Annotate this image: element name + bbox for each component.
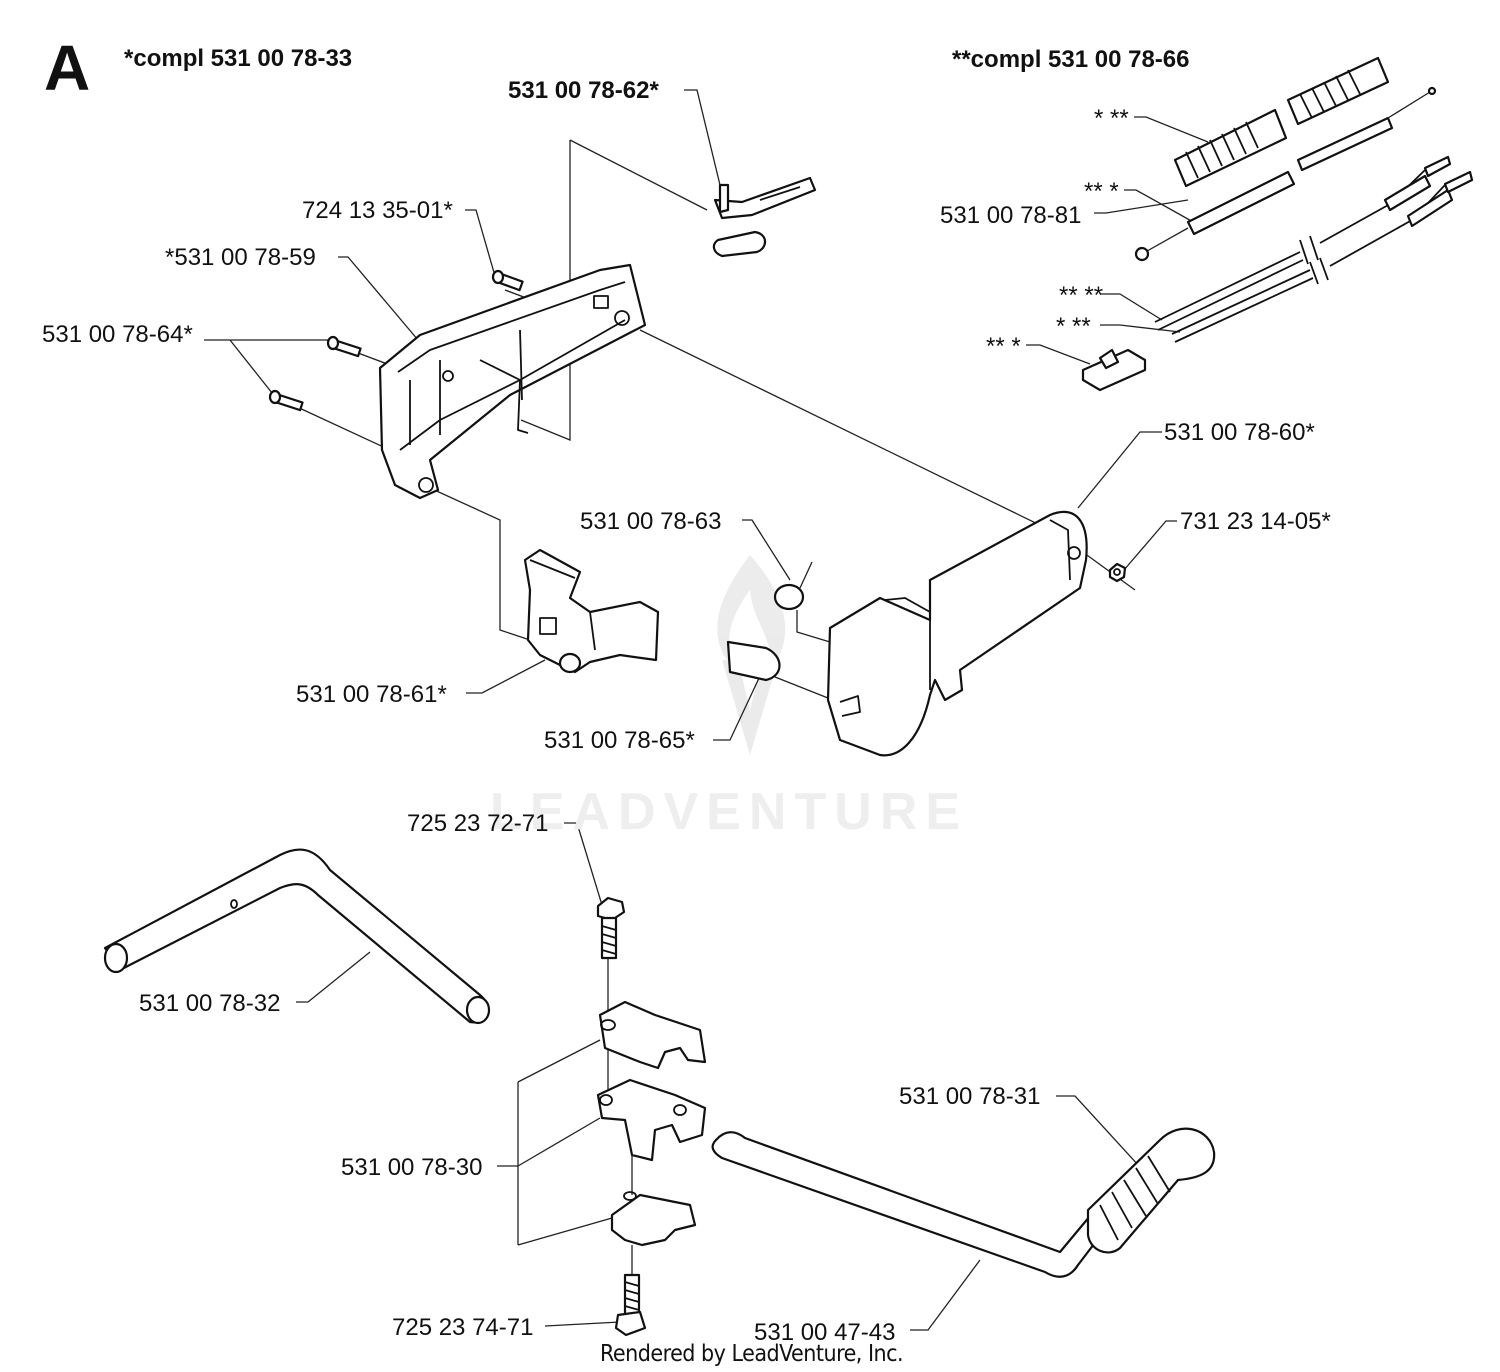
trigger-part [523, 548, 660, 674]
nut-part [1108, 562, 1127, 583]
star-label-cable-b: * ** [1056, 313, 1091, 340]
part-label-531-00-78-61[interactable]: 531 00 78-61* [296, 681, 447, 708]
part-label-531-00-78-32[interactable]: 531 00 78-32 [139, 990, 281, 1017]
throttle-lever-part [712, 176, 817, 258]
screw-724-13-35-01 [491, 269, 524, 292]
part-label-531-00-78-60[interactable]: 531 00 78-60* [1164, 419, 1315, 446]
grip-part [1086, 1127, 1216, 1254]
star-label-clip: ** * [986, 333, 1021, 360]
part-label-531-00-78-59[interactable]: *531 00 78-59 [165, 244, 316, 271]
star-label-cable-a: ** ** [1059, 282, 1104, 309]
spring-part [773, 561, 813, 611]
cable-clip-part [1081, 348, 1147, 392]
part-label-531-00-78-30[interactable]: 531 00 78-30 [341, 1154, 483, 1181]
screw-531-00-78-64-upper [326, 335, 362, 358]
watermark-logo [717, 555, 786, 755]
cable-sleeve-part [1173, 56, 1390, 188]
star-label-cable: ** * [1084, 178, 1119, 205]
footer-credit: Rendered by LeadVenture, Inc. [600, 1341, 904, 1367]
bolt-lower-part [614, 1273, 647, 1337]
part-label-531-00-78-81[interactable]: 531 00 78-81 [940, 202, 1082, 229]
handle-housing-part [378, 263, 647, 500]
handlebar-right-part [711, 1131, 1137, 1278]
part-label-725-23-72-71[interactable]: 725 23 72-71 [407, 810, 549, 837]
kit-header-left: *compl 531 00 78-33 [124, 45, 353, 72]
watermark-text: LEADVENTURE [490, 783, 969, 841]
star-label-sleeve: * ** [1094, 105, 1129, 132]
button-part [726, 640, 781, 682]
screw-531-00-78-64-lower [268, 389, 304, 412]
clamp-middle-part [596, 1078, 707, 1162]
cable-part [1134, 86, 1437, 262]
part-label-531-00-78-64[interactable]: 531 00 78-64* [42, 321, 193, 348]
handle-shell-part [826, 510, 1088, 757]
part-label-531-00-47-43[interactable]: 531 00 47-43 [754, 1319, 896, 1346]
handlebar-left-part [103, 848, 491, 1025]
part-label-531-00-78-65[interactable]: 531 00 78-65* [544, 727, 695, 754]
part-label-531-00-78-31[interactable]: 531 00 78-31 [899, 1083, 1041, 1110]
part-label-731-23-14-05[interactable]: 731 23 14-05* [1180, 508, 1331, 535]
clamp-lower-part [610, 1191, 697, 1247]
part-label-725-23-74-71[interactable]: 725 23 74-71 [392, 1314, 534, 1341]
leader-lines [204, 89, 1209, 1331]
part-label-724-13-35-01[interactable]: 724 13 35-01* [302, 197, 453, 224]
part-label-531-00-78-63[interactable]: 531 00 78-63 [580, 508, 722, 535]
part-label-531-00-78-62[interactable]: 531 00 78-62* [508, 77, 659, 104]
bolt-upper-part [596, 896, 626, 960]
cable-pair-part [1154, 155, 1474, 343]
kit-header-right: **compl 531 00 78-66 [952, 46, 1190, 73]
clamp-upper-part [598, 1000, 707, 1070]
section-letter: A [44, 32, 91, 104]
